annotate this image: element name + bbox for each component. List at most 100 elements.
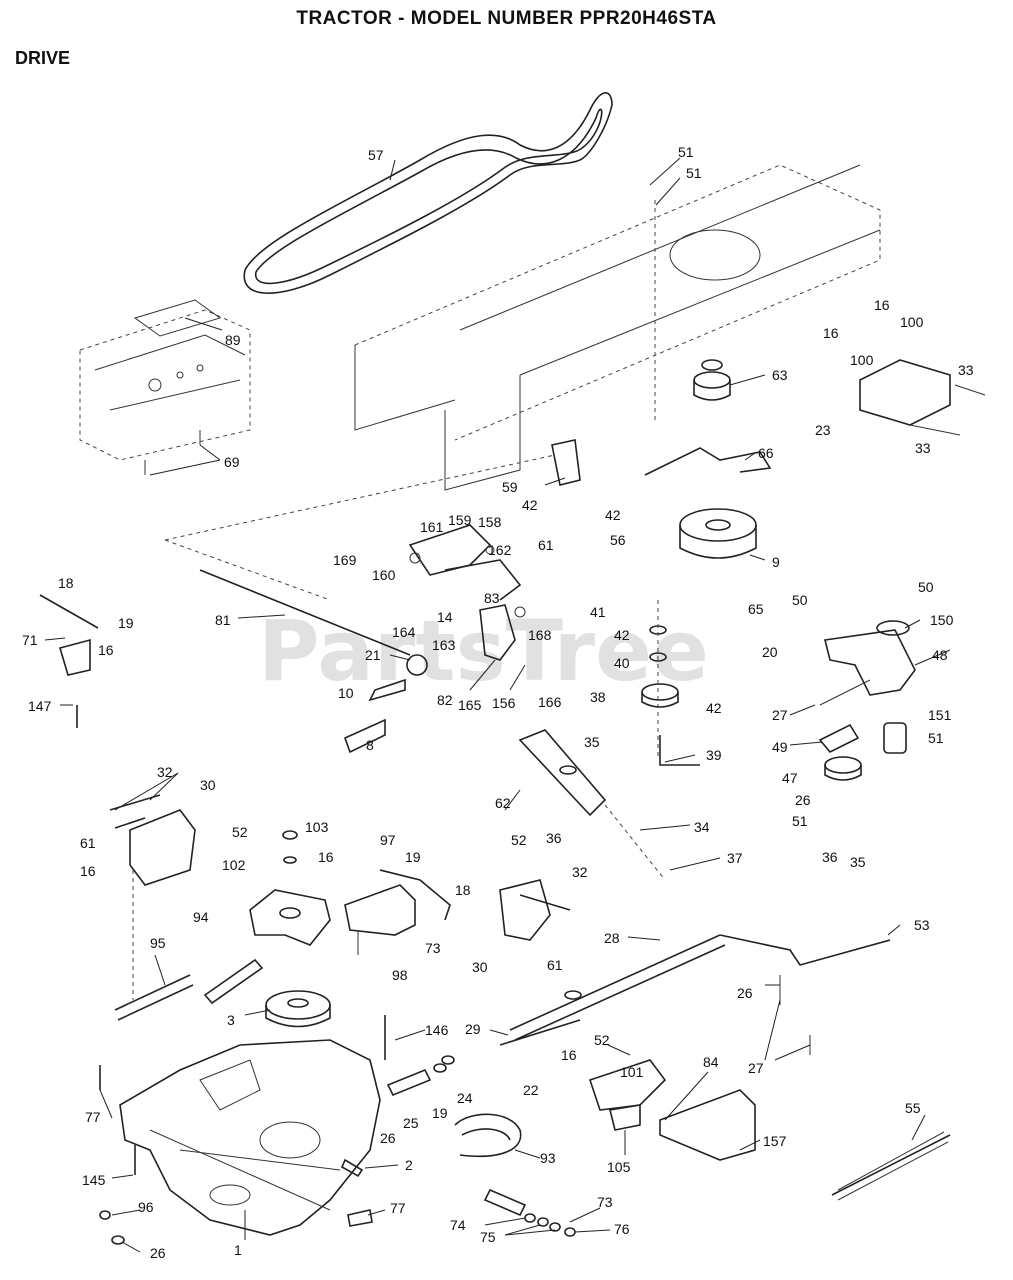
callout-93: 93 <box>540 1150 556 1166</box>
deck-bracket-23 <box>859 359 986 436</box>
idler-arm-48 <box>819 620 916 706</box>
callout-28: 28 <box>604 930 620 946</box>
callout-51: 51 <box>678 144 694 160</box>
callout-105: 105 <box>607 1159 631 1175</box>
callout-61: 61 <box>80 835 96 851</box>
callout-50: 50 <box>792 592 808 608</box>
callout-16: 16 <box>823 325 839 341</box>
callout-19: 19 <box>118 615 134 631</box>
callout-27: 27 <box>748 1060 764 1076</box>
callout-35: 35 <box>850 854 866 870</box>
callout-8: 8 <box>366 737 374 753</box>
callout-95: 95 <box>150 935 166 951</box>
leader-lines <box>44 157 951 1253</box>
idler-pulley-63 <box>551 359 772 486</box>
pulley-47 <box>818 722 907 781</box>
shaft-34 <box>518 729 666 881</box>
tractor-frame <box>164 164 881 601</box>
callout-100: 100 <box>900 314 924 330</box>
transaxle-1 <box>99 1015 386 1236</box>
callout-30: 30 <box>472 959 488 975</box>
callout-162: 162 <box>488 542 512 558</box>
callout-158: 158 <box>478 514 502 530</box>
callout-50: 50 <box>918 579 934 595</box>
callout-41: 41 <box>590 604 606 620</box>
callout-166: 166 <box>538 694 562 710</box>
brake-rod-81 <box>199 569 428 754</box>
callout-26: 26 <box>795 792 811 808</box>
callout-61: 61 <box>538 537 554 553</box>
transaxle-pulley-3 <box>265 990 331 1028</box>
callout-73: 73 <box>597 1194 613 1210</box>
callout-42: 42 <box>522 497 538 513</box>
cooling-fan-94 <box>249 830 331 946</box>
pulley-38 <box>641 600 700 766</box>
bracket-73 <box>344 869 451 955</box>
callout-16: 16 <box>561 1047 577 1063</box>
callout-16: 16 <box>80 863 96 879</box>
callout-57: 57 <box>368 147 384 163</box>
callout-9: 9 <box>772 554 780 570</box>
callout-59: 59 <box>502 479 518 495</box>
callout-77: 77 <box>85 1109 101 1125</box>
page-title: TRACTOR - MODEL NUMBER PPR20H46STA <box>296 8 717 29</box>
callout-76: 76 <box>614 1221 630 1237</box>
callout-51: 51 <box>928 730 944 746</box>
callout-33: 33 <box>958 362 974 378</box>
callout-24: 24 <box>457 1090 473 1106</box>
callout-36: 36 <box>546 830 562 846</box>
callout-42: 42 <box>614 627 630 643</box>
callout-161: 161 <box>420 519 444 535</box>
callout-32: 32 <box>572 864 588 880</box>
callout-36: 36 <box>822 849 838 865</box>
callout-100: 100 <box>850 352 874 368</box>
callout-26: 26 <box>737 985 753 1001</box>
callout-150: 150 <box>930 612 954 628</box>
callout-156: 156 <box>492 695 516 711</box>
callout-37: 37 <box>727 850 743 866</box>
callout-147: 147 <box>28 698 52 714</box>
callout-103: 103 <box>305 819 329 835</box>
bracket-30-right <box>499 879 571 941</box>
callout-63: 63 <box>772 367 788 383</box>
callout-97: 97 <box>380 832 396 848</box>
callout-34: 34 <box>694 819 710 835</box>
callout-89: 89 <box>225 332 241 348</box>
callout-27: 27 <box>772 707 788 723</box>
axle-set-74 <box>483 1188 576 1237</box>
callout-16: 16 <box>98 642 114 658</box>
callout-2: 2 <box>405 1157 413 1173</box>
shaft-95 <box>114 958 264 1021</box>
callout-51: 51 <box>792 813 808 829</box>
callout-1: 1 <box>234 1242 242 1258</box>
callout-22: 22 <box>523 1082 539 1098</box>
drive-belt-57 <box>243 92 613 294</box>
callout-168: 168 <box>528 627 552 643</box>
callout-53: 53 <box>914 917 930 933</box>
callout-10: 10 <box>338 685 354 701</box>
small-parts <box>99 1158 373 1245</box>
callout-55: 55 <box>905 1100 921 1116</box>
electric-clutch-9 <box>679 508 757 559</box>
callout-83: 83 <box>484 590 500 606</box>
callout-23: 23 <box>815 422 831 438</box>
callout-16: 16 <box>318 849 334 865</box>
callout-21: 21 <box>365 647 381 663</box>
callout-165: 165 <box>458 697 482 713</box>
callout-73: 73 <box>425 940 441 956</box>
drive-rod-28 <box>499 934 891 1055</box>
callout-169: 169 <box>333 552 357 568</box>
callout-56: 56 <box>610 532 626 548</box>
callout-39: 39 <box>706 747 722 763</box>
callout-62: 62 <box>495 795 511 811</box>
callout-38: 38 <box>590 689 606 705</box>
callout-146: 146 <box>425 1022 449 1038</box>
spring-25 <box>386 1055 455 1097</box>
bracket-30-left <box>109 794 196 1000</box>
callout-47: 47 <box>782 770 798 786</box>
callout-40: 40 <box>614 655 630 671</box>
callout-81: 81 <box>215 612 231 628</box>
brake-linkage <box>408 524 526 661</box>
callout-52: 52 <box>232 824 248 840</box>
callout-102: 102 <box>222 857 246 873</box>
